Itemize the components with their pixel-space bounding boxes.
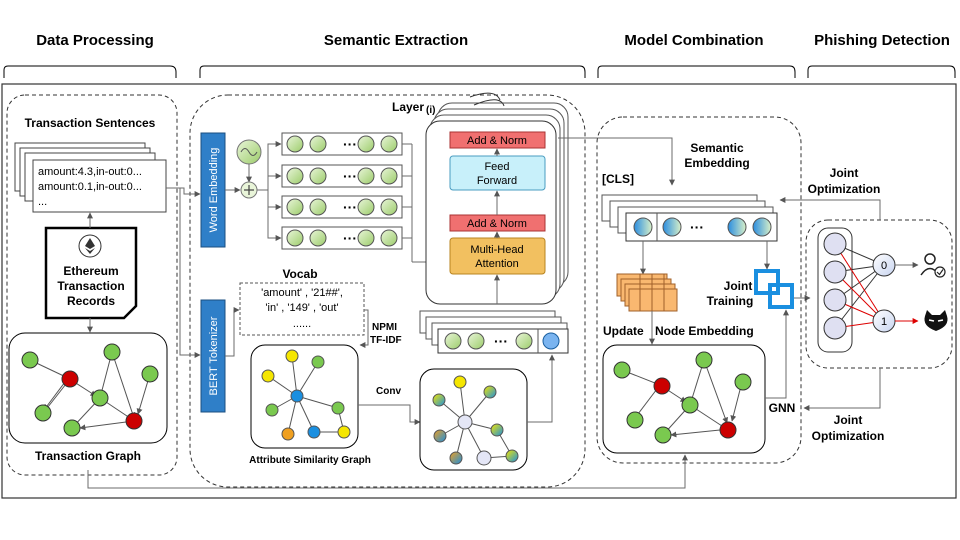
sine-wave-icon: [240, 148, 258, 156]
cls-embedding-stack: ···: [601, 194, 778, 242]
vocab-line-3: ......: [293, 318, 311, 330]
sentence-line-3: ...: [38, 196, 47, 208]
word-embedding-label: Word Embedding: [208, 148, 220, 233]
attribute-graph-label: Attribute Similarity Graph: [249, 455, 371, 466]
transaction-sentences-label: Transaction Sentences: [25, 116, 156, 130]
svg-text:···: ···: [690, 219, 704, 235]
add-norm-top-label: Add & Norm: [467, 135, 527, 147]
joint-opt-bottom-arrow: [803, 368, 881, 411]
embedding-row: ···: [281, 226, 403, 250]
outer-frame: [1, 83, 957, 499]
model-combination-panel: [596, 116, 802, 464]
update-stack: [616, 273, 678, 312]
joint-training-icon: [754, 269, 794, 309]
section-phishing-detection: Phishing Detection: [814, 32, 950, 49]
data-processing-panel: [6, 94, 178, 476]
arrow-to-tokenizer: [179, 188, 201, 358]
arrow-graph-to-gnn: [87, 454, 688, 489]
bert-tokenizer-label: BERT Tokenizer: [208, 316, 220, 395]
add-norm-bottom-label: Add & Norm: [467, 218, 527, 230]
feed-forward-line1: Feed: [484, 161, 509, 173]
word-embedding-bar: [200, 132, 226, 248]
svg-text:···: ···: [343, 168, 357, 184]
arrow-conv-to-tokens: [527, 354, 555, 423]
sentence-stack: [14, 142, 167, 213]
classifier-network: [823, 232, 896, 340]
ethereum-records-doc: [44, 226, 138, 320]
joint-training-line1: Joint: [724, 279, 753, 293]
arrow-sentences-to-embedding: [166, 187, 201, 197]
token-embedding-stack: ···: [419, 310, 569, 354]
vocab-box: [239, 282, 365, 336]
cls-label: [CLS]: [602, 172, 634, 186]
node-graph: [613, 351, 752, 444]
attribute-graph-box: [250, 344, 359, 449]
joint-opt-top-arrow: [779, 197, 881, 220]
svg-text:···: ···: [494, 333, 508, 349]
semantic-embedding-line1: Semantic: [690, 141, 744, 155]
bert-tokenizer-bar: [200, 299, 226, 413]
ethereum-records-line3: Records: [67, 294, 115, 308]
classifier-panel: [805, 219, 953, 369]
section-braces: [3, 65, 956, 78]
output-0-label: 0: [881, 260, 887, 272]
joint-opt-bottom-line1: Joint: [834, 413, 863, 427]
sentence-line-2: amount:0.1,in-out:0...: [38, 181, 142, 193]
output-1-label: 1: [881, 316, 887, 328]
update-label: Update: [603, 324, 644, 338]
sentence-line-1: amount:4.3,in-out:0...: [38, 166, 142, 178]
multi-head-line1: Multi-Head: [470, 244, 523, 256]
conv-label: Conv: [376, 386, 401, 397]
embedding-rows: ··· ··· ··· ···: [281, 132, 403, 250]
phishing-icon: [924, 310, 948, 331]
node-embedding-label: Node Embedding: [655, 324, 754, 338]
conv-graph-box: [419, 368, 528, 471]
semantic-embedding-line2: Embedding: [684, 156, 749, 170]
embedding-row: ···: [281, 132, 403, 156]
embedding-row: ···: [281, 164, 403, 188]
ethereum-glyph: [85, 238, 95, 254]
embedding-row: ···: [281, 195, 403, 219]
arrow-to-semantic-embedding: [558, 137, 675, 186]
transaction-graph: [21, 343, 159, 437]
layer-label: Layer: [392, 100, 424, 114]
multi-head-line2: Attention: [475, 258, 518, 270]
joint-opt-top-line2: Optimization: [808, 182, 881, 196]
ethereum-records-line1: Ethereum: [63, 264, 118, 278]
normal-user-icon: [920, 253, 946, 278]
section-data-processing: Data Processing: [36, 32, 154, 49]
svg-text:···: ···: [343, 199, 357, 215]
layer-subscript: (i): [426, 105, 435, 116]
transaction-graph-label: Transaction Graph: [35, 449, 141, 463]
vocab-title: Vocab: [282, 267, 317, 281]
svg-text:···: ···: [343, 230, 357, 246]
add-norm-top-block: [449, 131, 546, 149]
embedding-fan: [257, 141, 282, 241]
joint-training-line2: Training: [707, 294, 754, 308]
tfidf-label: TF-IDF: [370, 335, 402, 346]
joint-opt-bottom-line2: Optimization: [812, 429, 885, 443]
svg-text:···: ···: [343, 136, 357, 152]
joint-opt-top-line1: Joint: [830, 166, 859, 180]
ethereum-records-line2: Transaction: [57, 279, 124, 293]
npmi-label: NPMI: [372, 322, 397, 333]
layer-loop-icon: [469, 92, 505, 107]
conv-graph: [432, 375, 519, 466]
attribute-graph: [261, 349, 351, 441]
vocab-line-1: 'amount' , '21##',: [261, 287, 343, 299]
semantic-extraction-panel: [189, 94, 586, 488]
plus-glyph: [244, 185, 254, 195]
section-model-combination: Model Combination: [624, 32, 763, 49]
section-semantic-extraction: Semantic Extraction: [324, 32, 468, 49]
vocab-line-2: 'in' , '149' , 'out': [265, 302, 338, 314]
gnn-label: GNN: [769, 401, 796, 415]
feed-forward-line2: Forward: [477, 175, 517, 187]
